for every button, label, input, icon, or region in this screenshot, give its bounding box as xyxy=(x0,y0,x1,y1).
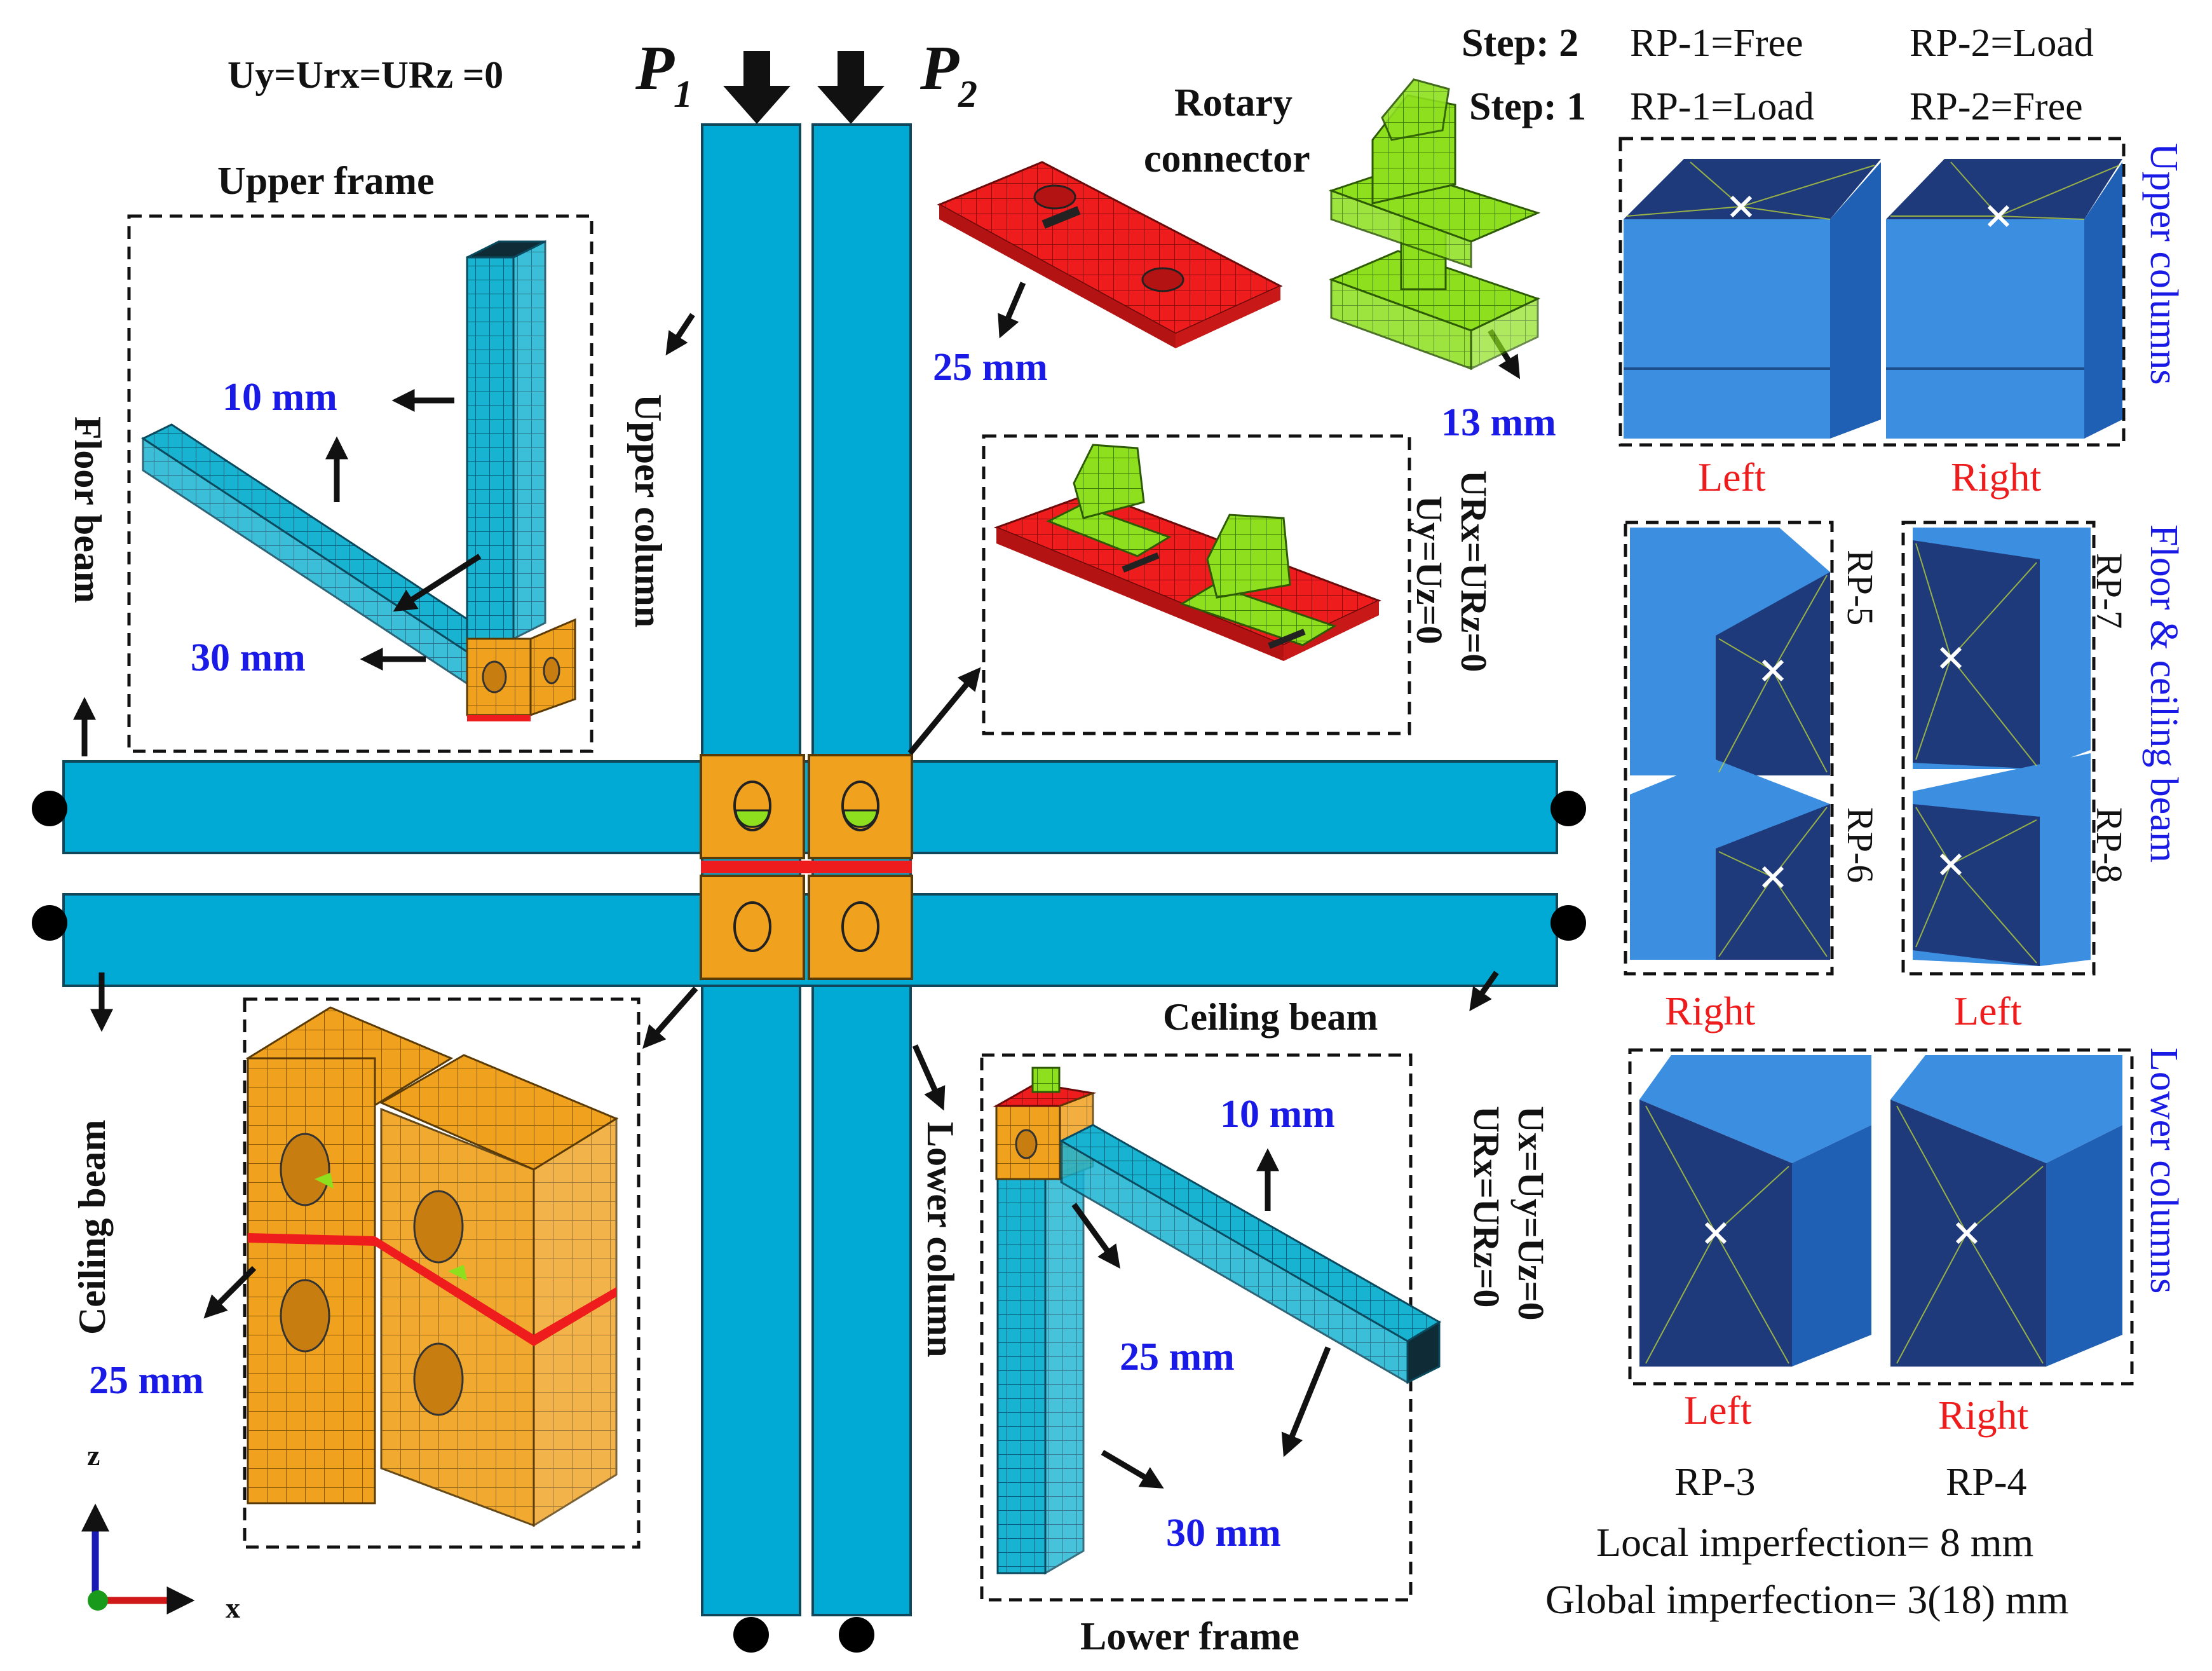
mid-left-label: Left xyxy=(1954,988,2022,1033)
p1-arrow-icon xyxy=(723,51,790,124)
connector-block-box xyxy=(243,997,641,1549)
lower-frame-block-size: 25 mm xyxy=(1120,1335,1235,1379)
p1-letter: P xyxy=(635,32,675,103)
mid-right-label: Right xyxy=(1665,988,1755,1033)
lower-frame-label: Lower frame xyxy=(1080,1615,1299,1658)
step1-label: Step: 1 xyxy=(1469,85,1586,128)
floor-beam-label: Floor beam xyxy=(67,416,109,603)
rp-marker-icon xyxy=(1955,1222,1978,1245)
rp3-label: RP-3 xyxy=(1674,1461,1755,1504)
ceiling-beam-right-label: Ceiling beam xyxy=(1163,996,1378,1038)
pin-support-icon xyxy=(733,1617,769,1653)
rp8-label: RP-8 xyxy=(2089,807,2130,883)
bc-mid-line2: URx=URz=0 xyxy=(1453,470,1495,672)
upper-columns-panel: Left Right Upper columns xyxy=(1618,137,2185,500)
rp-marker-icon xyxy=(1730,195,1753,218)
lower-columns-side-label: Lower columns xyxy=(2142,1047,2185,1293)
rp5-label: RP-5 xyxy=(1840,550,1881,625)
plate-assembly-detail: Uy=Uz=0 URx=URz=0 xyxy=(982,434,1495,735)
rotary-label-line1: Rotary xyxy=(1174,81,1293,125)
bc-low-line1: Ux=Uy=Uz=0 xyxy=(1510,1106,1552,1321)
p2-subscript: 2 xyxy=(958,73,977,115)
connector-plate xyxy=(701,861,912,873)
axis-triad: z x xyxy=(81,1439,240,1624)
step2-label: Step: 2 xyxy=(1462,22,1578,65)
pin-support-icon xyxy=(1550,905,1586,941)
lower-columns-panel: Left Right RP-3 RP-4 Lower columns xyxy=(1628,1047,2185,1504)
bc-mid-line1: Uy=Uz=0 xyxy=(1409,496,1450,645)
lower-frame-beam-size: 10 mm xyxy=(1220,1093,1335,1136)
local-imperfection: Local imperfection= 8 mm xyxy=(1596,1520,2033,1565)
rp7-label: RP-7 xyxy=(2089,553,2130,629)
upper-frame-label: Upper frame xyxy=(217,160,434,203)
connector-blocks xyxy=(700,754,913,980)
p1-subscript: 1 xyxy=(674,73,693,115)
connector-block-br xyxy=(808,875,913,980)
connector-block-size: 25 mm xyxy=(89,1359,204,1402)
upper-frame-box xyxy=(127,214,594,753)
lower-frame-detail: Lower frame 10 mm 25 mm 30 mm Ux=Uy=Uz=0… xyxy=(980,1053,1552,1658)
upper-column-label: Upper column xyxy=(627,394,669,627)
upper-columns-side-label: Upper columns xyxy=(2142,143,2185,385)
p2-letter: P xyxy=(919,32,960,103)
upper-right-label: Right xyxy=(1951,454,2041,500)
rotary-size: 13 mm xyxy=(1441,401,1556,444)
ceiling-beam-left-label: Ceiling beam xyxy=(71,1120,113,1335)
step1-rp2: RP-2=Free xyxy=(1910,85,2083,128)
pin-support-icon xyxy=(32,791,67,826)
upper-frame-detail: Upper frame 10 mm 30 mm xyxy=(127,160,594,753)
upper-left-label: Left xyxy=(1698,454,1766,500)
step1-rp1: RP-1=Load xyxy=(1630,85,1814,128)
lower-right-label: Right xyxy=(1938,1393,2028,1438)
leader-arrows xyxy=(73,282,1521,1111)
connector-block-bl xyxy=(700,875,805,980)
rp-marker-icon xyxy=(1761,659,1784,682)
floor-ceiling-side-label: Floor & ceiling beam xyxy=(2142,524,2185,863)
plate-size: 25 mm xyxy=(933,346,1048,389)
step2-rp2: RP-2=Load xyxy=(1910,22,2094,65)
connector-block-tl xyxy=(700,754,805,859)
connector-block-tr xyxy=(808,754,913,859)
step2-rp1: RP-1=Free xyxy=(1630,22,1803,65)
load-p2: P 2 xyxy=(817,32,977,124)
lower-column-label: Lower column xyxy=(919,1122,961,1358)
pin-support-icon xyxy=(839,1617,874,1653)
rotary-label-line2: connector xyxy=(1144,137,1310,181)
rp-marker-icon xyxy=(1939,646,1962,669)
pin-support-icon xyxy=(1550,791,1586,826)
lower-frame-col-size: 30 mm xyxy=(1166,1511,1281,1555)
x-axis-label: x xyxy=(226,1592,240,1624)
rotary-connector-detail: Rotary connector 13 mm xyxy=(1144,78,1556,444)
rp-marker-icon xyxy=(1987,205,2010,228)
global-imperfection: Global imperfection= 3(18) mm xyxy=(1545,1577,2068,1622)
rp-marker-icon xyxy=(1704,1222,1727,1245)
pin-supports xyxy=(32,791,1586,1653)
connector-block-detail: 25 mm xyxy=(89,997,641,1549)
lower-left-label: Left xyxy=(1684,1388,1752,1433)
top-boundary-condition: Uy=Urx=URz =0 xyxy=(227,54,503,96)
upper-frame-col-size: 10 mm xyxy=(222,376,337,419)
rp6-label: RP-6 xyxy=(1840,807,1881,883)
plate-detail: 25 mm xyxy=(933,161,1283,389)
pin-support-icon xyxy=(32,905,67,941)
rp-marker-icon xyxy=(1761,866,1784,889)
main-assembly: Upper column Lower column Floor beam Cei… xyxy=(32,123,1586,1653)
upper-frame-beam-size: 30 mm xyxy=(191,636,306,679)
rp-marker-icon xyxy=(1939,853,1962,876)
step-table: Step: 2 RP-1=Free RP-2=Load Step: 1 RP-1… xyxy=(1462,22,2094,128)
plate-assembly-box xyxy=(982,434,1411,735)
z-axis-label: z xyxy=(87,1439,100,1471)
load-p1: P 1 xyxy=(635,32,790,124)
p2-arrow-icon xyxy=(817,51,885,124)
floor-ceiling-panel: RP-5 RP-6 RP-7 RP-8 Right Left Floor & c… xyxy=(1624,521,2185,1033)
rp4-label: RP-4 xyxy=(1946,1461,2026,1504)
bc-low-line2: URx=URz=0 xyxy=(1466,1106,1507,1307)
